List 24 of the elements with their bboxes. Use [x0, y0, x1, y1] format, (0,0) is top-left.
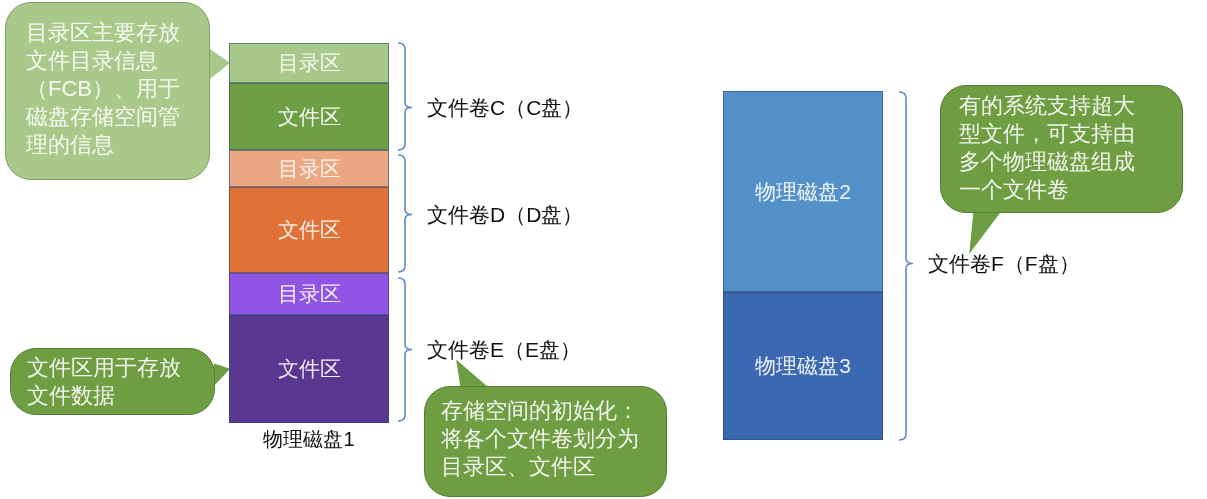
callout-bubble: [10, 348, 215, 415]
callout-pointer: [213, 363, 231, 386]
disk-block: 物理磁盘3: [723, 292, 883, 440]
disk-block: 物理磁盘2: [723, 91, 883, 292]
disk-region: 文件区: [229, 315, 389, 423]
callout-text: 目录区主要存放文件目录信息（FCB）、用于磁盘存储空间管理的信息: [26, 19, 181, 159]
volume-label: 文件卷E（E盘）: [427, 338, 581, 361]
callout-bubble: [5, 2, 210, 180]
callout-bubble: [424, 386, 667, 497]
volume-label: 文件卷D（D盘）: [427, 203, 584, 226]
volume-label: 文件卷C（C盘）: [427, 96, 584, 119]
disk-label: 物理磁盘1: [262, 427, 356, 452]
disk-region: 目录区: [229, 150, 389, 187]
callout-pointer: [969, 211, 1001, 255]
callout-text: 存储空间的初始化：将各个文件卷划分为目录区、文件区: [441, 397, 640, 481]
callout-pointer: [208, 48, 230, 80]
callout-text: 有的系统支持超大型文件，可支持由多个物理磁盘组成一个文件卷: [959, 92, 1136, 204]
volume-label: 文件卷F（F盘）: [928, 252, 1080, 275]
callout-bubble: [940, 85, 1183, 213]
disk-region: 文件区: [229, 83, 389, 150]
disk-region: 目录区: [229, 273, 389, 315]
callout-text: 文件区用于存放文件数据: [27, 354, 182, 410]
disk-region: 文件区: [229, 187, 389, 273]
callout-pointer: [456, 359, 488, 388]
